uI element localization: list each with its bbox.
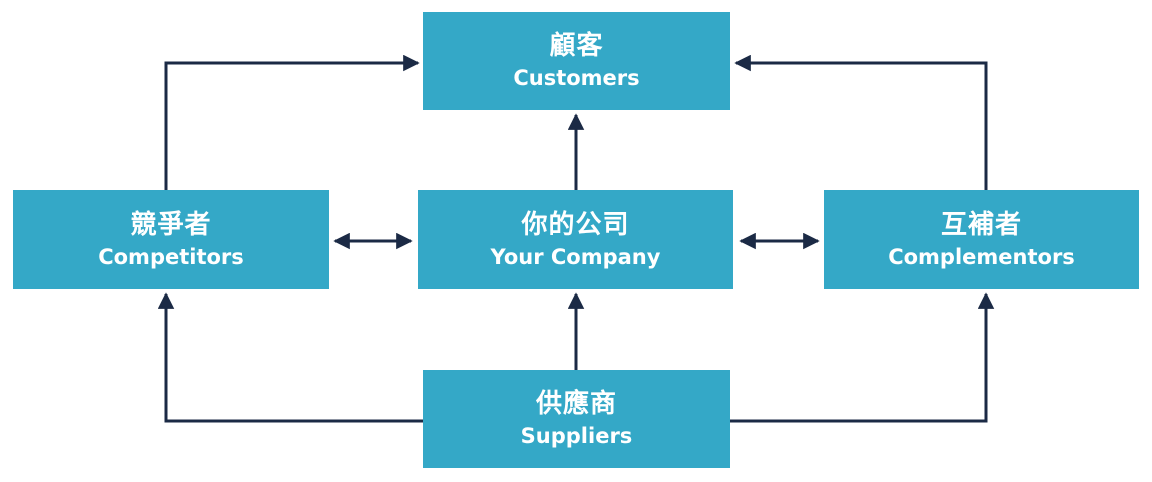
complementors-box: 互補者 Complementors — [824, 190, 1139, 289]
suppliers-label-en: Suppliers — [520, 424, 633, 448]
company-label-zh: 你的公司 — [521, 209, 630, 240]
arrow-suppliers-to-complementors — [730, 292, 995, 423]
competitors-label-en: Competitors — [98, 244, 244, 269]
complementors-label-zh: 互補者 — [940, 209, 1022, 240]
arrow-complementors-to-customers — [734, 54, 988, 190]
company-label-en: Your Company — [490, 244, 661, 269]
customers-label-zh: 顧客 — [549, 31, 604, 61]
arrow-suppliers-to-competitors — [157, 292, 423, 423]
competitors-box: 競爭者 Competitors — [13, 190, 329, 289]
complementors-label-en: Complementors — [888, 244, 1075, 269]
arrow-competitors-to-customers — [164, 54, 420, 190]
competitors-label-zh: 競爭者 — [130, 209, 212, 240]
customers-box: 顧客 Customers — [423, 12, 730, 110]
suppliers-label-zh: 供應商 — [535, 389, 617, 419]
suppliers-box: 供應商 Suppliers — [423, 370, 730, 468]
your-company-box: 你的公司 Your Company — [418, 190, 733, 289]
customers-label-en: Customers — [513, 66, 640, 90]
